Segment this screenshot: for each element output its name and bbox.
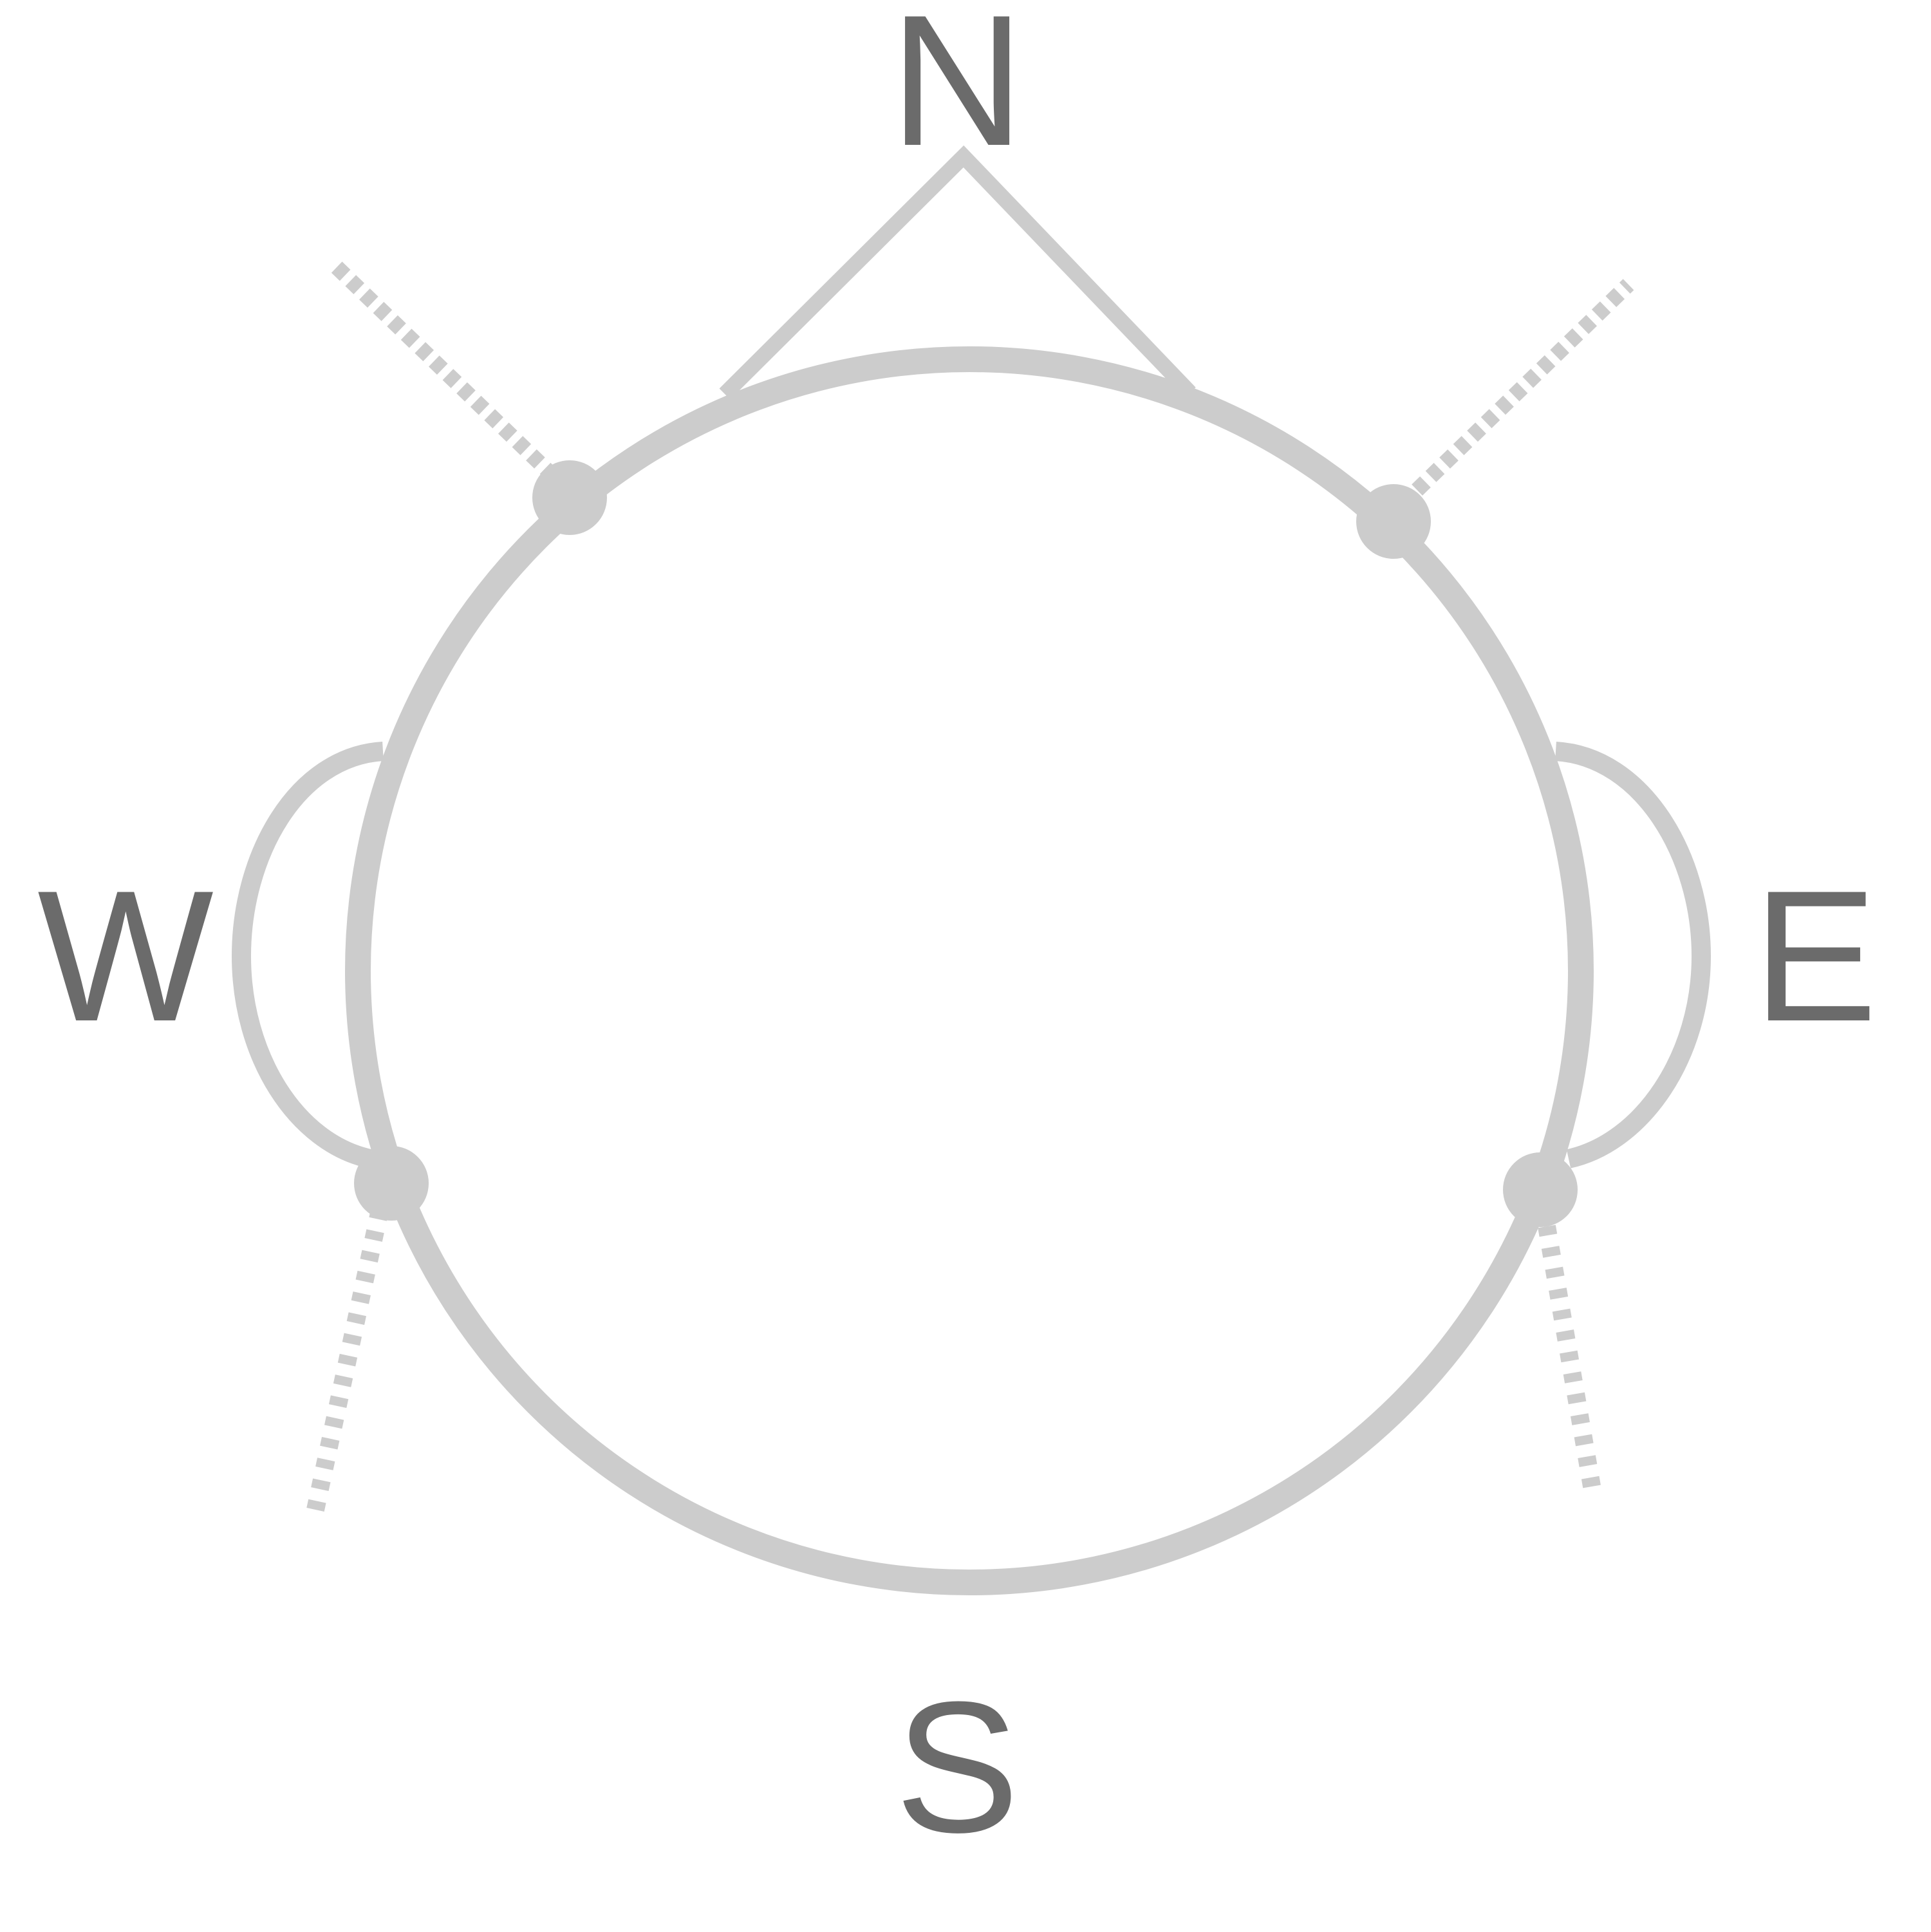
lead-upper-right xyxy=(1397,279,1634,509)
lead-lower-left xyxy=(306,1208,389,1512)
electrode-upper-left xyxy=(532,460,607,535)
electrode-lower-left xyxy=(354,1146,429,1221)
label-west: W xyxy=(37,852,215,1060)
nose-triangle xyxy=(719,145,1196,400)
head-outline xyxy=(345,346,1594,1595)
right-ear xyxy=(1554,742,1712,1168)
lead-upper-left xyxy=(329,259,559,482)
electrode-lower-right xyxy=(1503,1152,1578,1227)
label-north: N xyxy=(890,0,1024,185)
label-east: E xyxy=(1753,852,1877,1060)
left-ear xyxy=(231,742,384,1168)
label-south: S xyxy=(895,1663,1019,1871)
electrode-upper-right xyxy=(1356,484,1431,559)
lead-lower-right xyxy=(1538,1224,1602,1496)
